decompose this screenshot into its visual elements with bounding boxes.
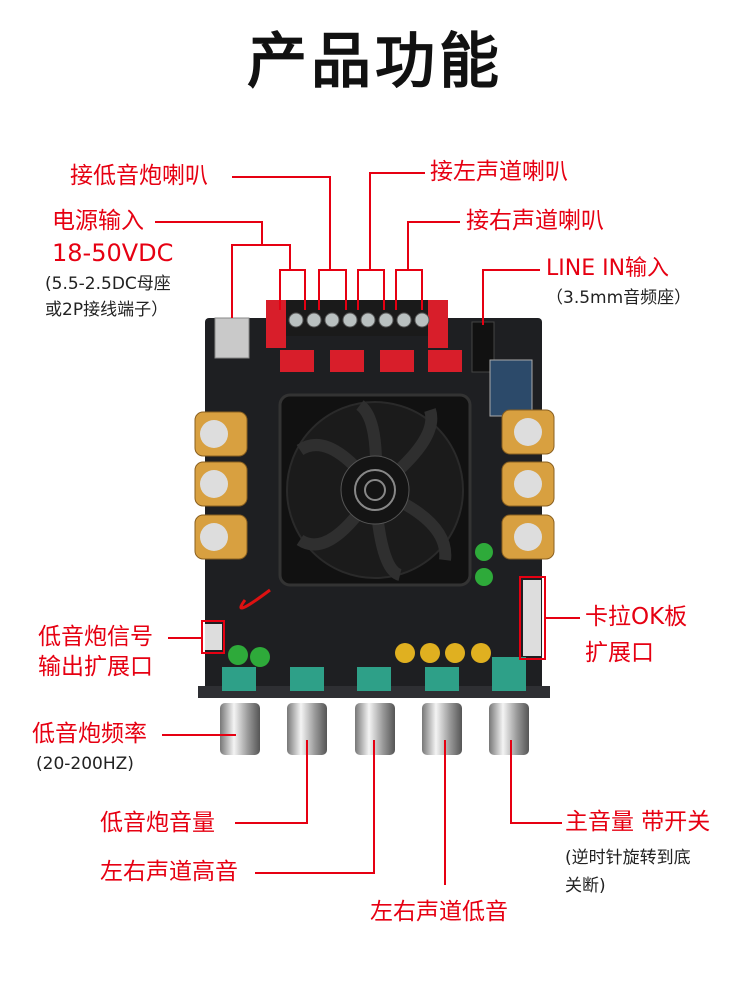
callout-sub-freq: 低音炮频率 (32, 721, 147, 747)
knobs (220, 703, 529, 755)
callout-right-speaker: 接右声道喇叭 (466, 208, 604, 234)
karaoke-connector (523, 580, 541, 656)
bluetooth-module (489, 359, 533, 417)
callout-sub-out-2: 输出扩展口 (38, 654, 153, 680)
callout-bass: 左右声道低音 (370, 899, 508, 925)
callout-sub-speaker: 接低音炮喇叭 (70, 163, 208, 189)
callout-karaoke-2: 扩展口 (585, 640, 654, 666)
callout-power-in: 电源输入 (52, 208, 144, 234)
knob-bass (422, 703, 462, 755)
callout-treble: 左右声道高音 (100, 859, 238, 885)
callout-line-in-note: （3.5mm音频座） (546, 288, 692, 308)
dc-jack (214, 317, 250, 359)
callout-sub-out-1: 低音炮信号 (38, 624, 153, 650)
speaker-terminals (266, 300, 462, 372)
callout-master-note-1: (逆时针旋转到底 (565, 848, 691, 868)
front-panel (198, 686, 550, 698)
callout-sub-freq-range: (20-200HZ) (36, 754, 134, 774)
callout-sub-volume: 低音炮音量 (100, 810, 215, 836)
callout-master-note-2: 关断) (565, 876, 606, 896)
page-title: 产品功能 (247, 27, 503, 97)
callout-power-note-1: (5.5-2.5DC母座 (45, 274, 171, 294)
callout-master: 主音量 带开关 (565, 809, 711, 835)
callout-left-speaker: 接左声道喇叭 (430, 159, 568, 185)
callout-line-in: LINE IN输入 (546, 256, 670, 281)
callout-power-voltage: 18-50VDC (52, 239, 174, 267)
potentiometers (222, 657, 526, 691)
knob-sub-volume (287, 703, 327, 755)
knob-treble (355, 703, 395, 755)
fan-hub-logo (340, 455, 410, 525)
callout-power-note-2: 或2P接线端子） (45, 300, 169, 320)
knob-sub-freq (220, 703, 260, 755)
callout-lines (155, 172, 580, 885)
sub-out-connector (205, 624, 222, 650)
knob-master (489, 703, 529, 755)
callout-karaoke-1: 卡拉OK板 (585, 604, 688, 630)
